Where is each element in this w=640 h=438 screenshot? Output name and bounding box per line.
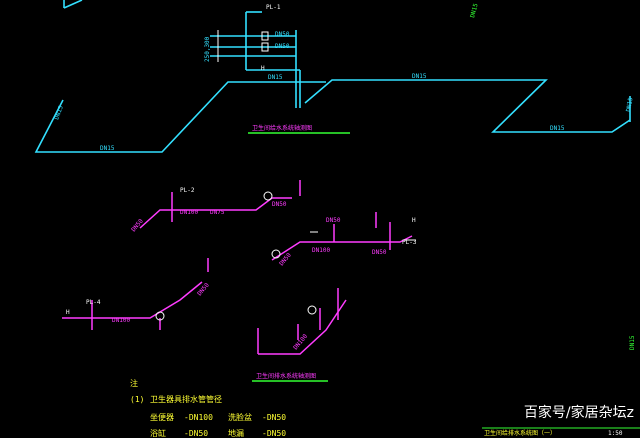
drain-pipe-3 [62, 281, 203, 319]
label-bottom-caption: 卫生间排水系统轴测图 [256, 372, 316, 380]
label-h-mark2: H [412, 217, 416, 224]
drain-fittings [155, 191, 416, 321]
label-h-mark3: H [66, 309, 70, 316]
notes-row2-left-name: 浴缸 [150, 428, 166, 438]
label-top-caption: 卫生间给水系统轴测图 [252, 124, 312, 132]
label-dn100-c: DN100 [112, 317, 130, 324]
notes-item-no: (1) [130, 395, 144, 404]
label-dn50-a: DN50 [272, 201, 287, 208]
label-dn-top-a: DN50 [275, 31, 290, 38]
drain-system [62, 180, 413, 355]
trap-2 [307, 305, 317, 315]
supply-pipe-left [34, 81, 326, 153]
notes-row1-right-name: 洗脸盆 [228, 412, 252, 422]
label-dn-left-bottom: DN15 [100, 145, 115, 152]
notes-row2-right-name: 地漏 [228, 428, 244, 438]
watermark: 百家号/家居杂坛z [523, 405, 634, 421]
title-block-text: 卫生间给排水系统图（一） [484, 429, 556, 437]
label-top-tag: PL-1 [266, 4, 281, 11]
notes-row1-right-value: -DN50 [262, 413, 286, 422]
notes-row1-left-name: 坐便器 [150, 412, 174, 422]
trap-1 [155, 311, 165, 321]
supply-pipe-right [304, 79, 631, 133]
notes-row1-left-value: -DN100 [184, 413, 213, 422]
notes-item-text: 卫生器具排水管管径 [150, 394, 222, 404]
label-dn-far-right: DN15 [625, 97, 634, 113]
label-dn-top-c: DN15 [268, 74, 283, 81]
notes-row2-right-value: -DN50 [262, 429, 286, 438]
label-dn-top-b: DN50 [275, 43, 290, 50]
label-dn-left-vert: DN15 [53, 104, 65, 120]
label-dim-left: 250,300 [204, 36, 211, 62]
drain-pipe-1 [139, 197, 292, 229]
label-pl4: PL-4 [86, 299, 101, 306]
trap-4 [271, 249, 281, 259]
trap-3 [263, 191, 273, 201]
label-dn50-c: DN50 [326, 217, 341, 224]
label-dn100-a: DN100 [180, 209, 198, 216]
label-dn-right-mid: DN15 [550, 125, 565, 132]
drain-pipe-2 [271, 235, 413, 261]
valve-a [261, 31, 269, 41]
label-dn-top-right: DN15 [412, 73, 427, 80]
title-block-scale: 1:50 [608, 430, 623, 437]
label-h-mark: H [261, 65, 265, 72]
label-dn-green-top: DN15 [469, 2, 480, 18]
notes-title: 注 [130, 378, 138, 388]
top-corner-2 [63, 0, 83, 9]
label-dn75: DN75 [210, 209, 225, 216]
drain-pipe-4 [258, 299, 347, 355]
label-pl3: PL-3 [402, 239, 417, 246]
label-dn100-b: DN100 [312, 247, 330, 254]
notes-block: 注 (1) 卫生器具排水管管径 坐便器 -DN100 洗脸盆 -DN50 浴缸 … [130, 378, 286, 438]
label-dn50-f: DN50 [196, 281, 211, 297]
label-right-margin: DN15 [629, 335, 636, 350]
supply-system-top [34, 0, 631, 153]
supply-fittings [217, 30, 269, 62]
label-dn50-d: DN50 [372, 249, 387, 256]
valve-b [261, 42, 269, 52]
label-pl2: PL-2 [180, 187, 195, 194]
notes-row2-left-value: -DN50 [184, 429, 208, 438]
